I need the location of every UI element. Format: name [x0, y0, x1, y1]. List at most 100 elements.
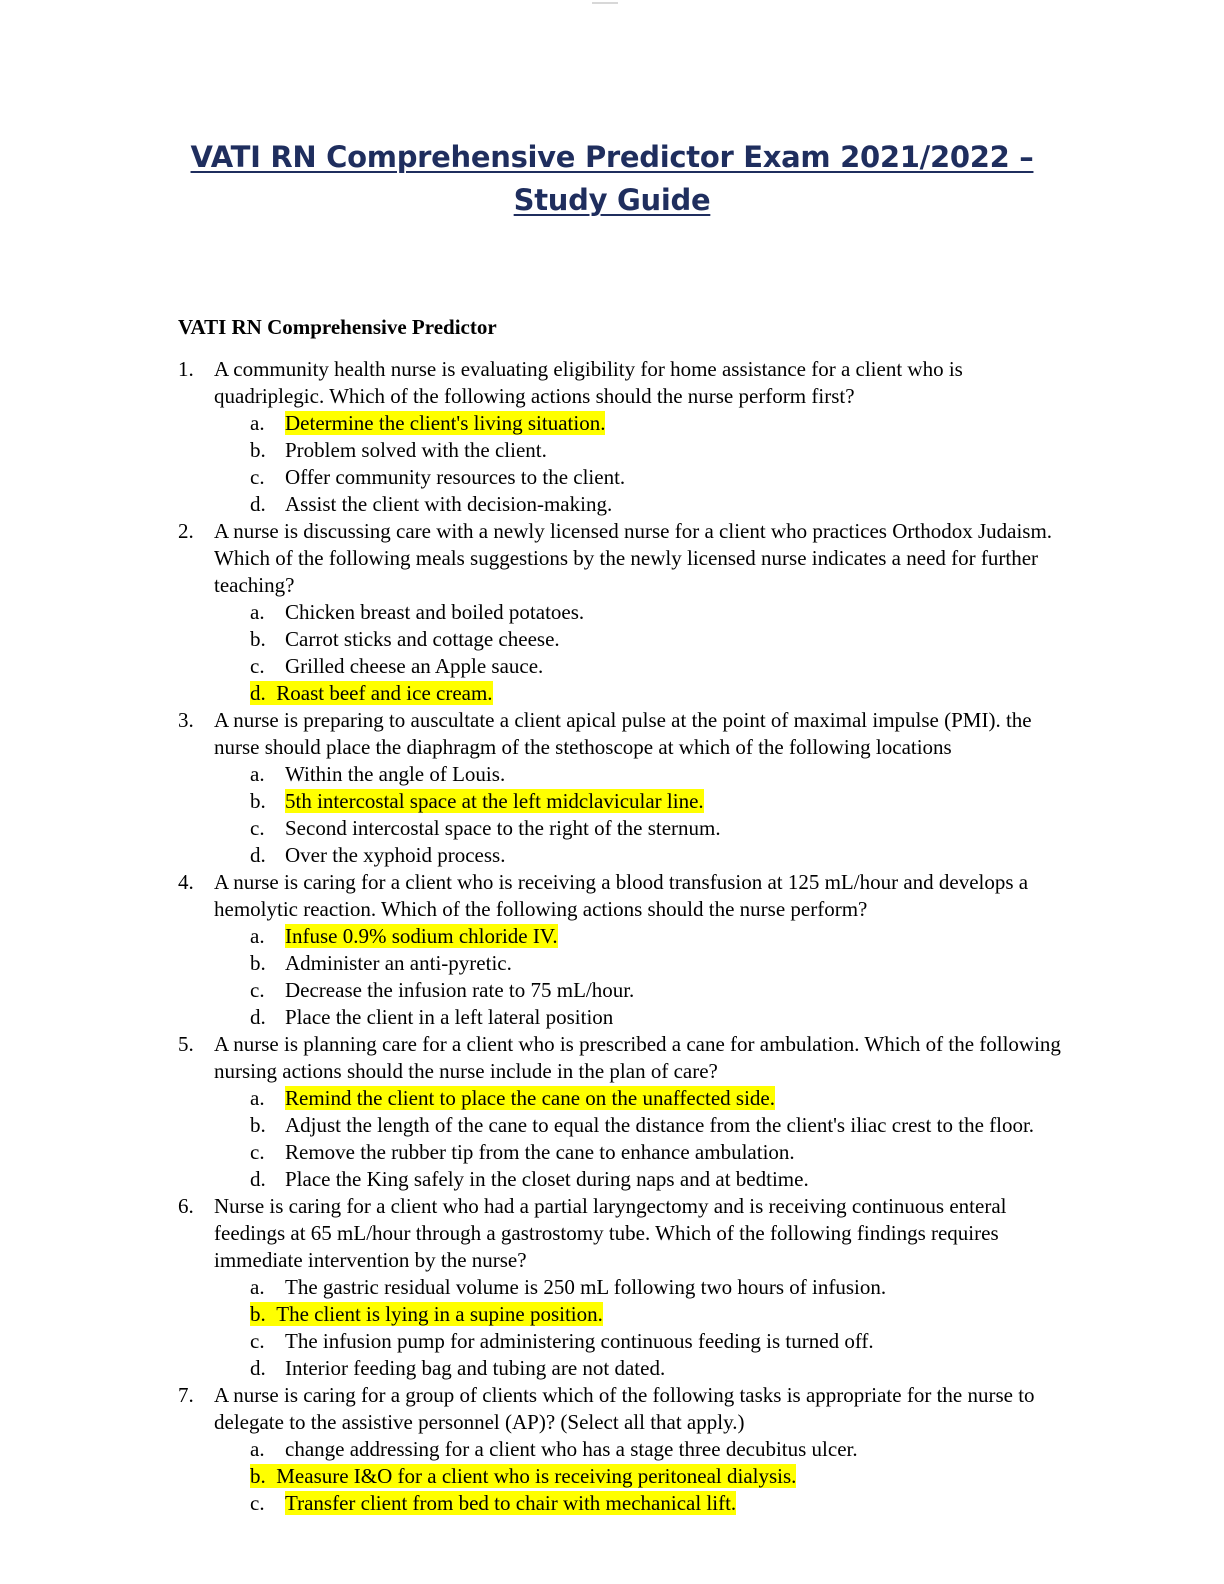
option-text: Measure I&O for a client who is receivin… [276, 1464, 797, 1488]
answer-options: a.Within the angle of Louis.b. 5th interc… [214, 761, 1078, 869]
answer-options: a. change addressing for a client who has… [214, 1436, 1078, 1517]
question-number: 1. [178, 357, 194, 381]
option-text: Chicken breast and boiled potatoes. [285, 600, 585, 624]
answer-options: a. Remind the client to place the cane on… [214, 1085, 1078, 1193]
option-letter: d. [250, 1005, 266, 1029]
answer-option: b. The client is lying in a supine posit… [214, 1301, 1078, 1328]
header-mark [592, 2, 618, 4]
option-text: Problem solved with the client. [285, 438, 547, 462]
highlighted-answer: b. Measure I&O for a client who is recei… [250, 1464, 797, 1488]
answer-option: c. Grilled cheese an Apple sauce. [214, 653, 1078, 680]
question-item: 3. A nurse is preparing to auscultate a c… [178, 707, 1078, 869]
page-title: VATI RN Comprehensive Predictor Exam 202… [160, 136, 1064, 222]
title-line-1: VATI RN Comprehensive Predictor Exam 202… [190, 140, 1034, 174]
option-letter: b. [250, 1113, 266, 1137]
answer-option: d.Interior feeding bag and tubing are no… [214, 1355, 1078, 1382]
highlighted-answer: Remind the client to place the cane on t… [285, 1086, 776, 1110]
question-text: A community health nurse is evaluating e… [214, 357, 963, 408]
option-text: Carrot sticks and cottage cheese. [285, 627, 560, 651]
option-letter: d. [250, 1167, 266, 1191]
option-letter: b. [250, 789, 266, 813]
answer-option: c. The infusion pump for administering co… [214, 1328, 1078, 1355]
answer-option: b. Adjust the length of the cane to equal… [214, 1112, 1078, 1139]
answer-option: a. Chicken breast and boiled potatoes. [214, 599, 1078, 626]
answer-option: d. Place the client in a left lateral pos… [214, 1004, 1078, 1031]
question-text: A nurse is discussing care with a newly … [214, 519, 1053, 597]
option-letter: a. [250, 1086, 265, 1110]
question-text: A nurse is caring for a group of clients… [214, 1383, 1035, 1434]
option-letter: b. [250, 438, 266, 462]
highlighted-answer: 5th intercostal space at the left midcla… [285, 789, 704, 813]
option-letter: a. [250, 600, 265, 624]
option-letter: b. [250, 1464, 266, 1488]
answer-option: b. Problem solved with the client. [214, 437, 1078, 464]
option-letter: b. [250, 951, 266, 975]
answer-option: a. Remind the client to place the cane on… [214, 1085, 1078, 1112]
answer-option: d.Assist the client with decision-making… [214, 491, 1078, 518]
option-text: Place the client in a left lateral posit… [285, 1005, 614, 1029]
option-text: Place the King safely in the closet duri… [285, 1167, 809, 1191]
answer-option: c. Second intercostal space to the right … [214, 815, 1078, 842]
option-text: Second intercostal space to the right of… [285, 816, 721, 840]
option-letter: c. [250, 465, 265, 489]
highlighted-answer: d. Roast beef and ice cream. [250, 681, 493, 705]
answer-option: d.Over the xyphoid process. [214, 842, 1078, 869]
option-text: The client is lying in a supine position… [276, 1302, 603, 1326]
question-item: 7. A nurse is caring for a group of clien… [178, 1382, 1078, 1517]
option-text: Roast beef and ice cream. [276, 681, 493, 705]
option-letter: c. [250, 1329, 265, 1353]
question-number: 3. [178, 708, 194, 732]
answer-option: d. Roast beef and ice cream. [214, 680, 1078, 707]
option-letter: b. [250, 1302, 266, 1326]
option-letter: d. [250, 681, 266, 705]
answer-option: b. 5th intercostal space at the left midc… [214, 788, 1078, 815]
option-letter: b. [250, 627, 266, 651]
answer-option: a. change addressing for a client who has… [214, 1436, 1078, 1463]
option-text: The gastric residual volume is 250 mL fo… [285, 1275, 887, 1299]
question-item: 1. A community health nurse is evaluating… [178, 356, 1078, 518]
option-text: change addressing for a client who has a… [285, 1437, 858, 1461]
answer-option: d. Place the King safely in the closet du… [214, 1166, 1078, 1193]
option-text: Decrease the infusion rate to 75 mL/hour… [285, 978, 635, 1002]
option-text: Over the xyphoid process. [285, 843, 506, 867]
question-item: 4. A nurse is caring for a client who is … [178, 869, 1078, 1031]
highlighted-answer: b. The client is lying in a supine posit… [250, 1302, 603, 1326]
option-text: Grilled cheese an Apple sauce. [285, 654, 544, 678]
question-number: 7. [178, 1383, 194, 1407]
answer-option: a.Infuse 0.9% sodium chloride IV. [214, 923, 1078, 950]
option-letter: d. [250, 1356, 266, 1380]
option-letter: c. [250, 816, 265, 840]
answer-option: a.The gastric residual volume is 250 mL … [214, 1274, 1078, 1301]
option-text: Within the angle of Louis. [285, 762, 506, 786]
answer-options: a.Determine the client's living situatio… [214, 410, 1078, 518]
question-text: A nurse is caring for a client who is re… [214, 870, 1029, 921]
option-letter: c. [250, 1140, 265, 1164]
answer-option: a.Determine the client's living situatio… [214, 410, 1078, 437]
option-letter: a. [250, 924, 265, 948]
question-text: A nurse is preparing to auscultate a cli… [214, 708, 1032, 759]
question-number: 5. [178, 1032, 194, 1056]
option-letter: a. [250, 1437, 265, 1461]
answer-option: b.Administer an anti-pyretic. [214, 950, 1078, 977]
option-text: Adjust the length of the cane to equal t… [285, 1113, 1035, 1137]
option-text: Remove the rubber tip from the cane to e… [285, 1140, 795, 1164]
option-text: Offer community resources to the client. [285, 465, 626, 489]
answer-option: b. Measure I&O for a client who is recei… [214, 1463, 1078, 1490]
highlighted-answer: Transfer client from bed to chair with m… [285, 1491, 737, 1515]
question-number: 4. [178, 870, 194, 894]
option-letter: c. [250, 654, 265, 678]
option-text: The infusion pump for administering cont… [285, 1329, 874, 1353]
option-letter: c. [250, 1491, 265, 1515]
question-text: Nurse is caring for a client who had a p… [214, 1194, 1007, 1272]
section-heading: VATI RN Comprehensive Predictor [178, 315, 497, 339]
answer-option: b. Carrot sticks and cottage cheese. [214, 626, 1078, 653]
option-text: Assist the client with decision-making. [285, 492, 613, 516]
answer-option: c. Remove the rubber tip from the cane to… [214, 1139, 1078, 1166]
question-text: A nurse is planning care for a client wh… [214, 1032, 1061, 1083]
question-item: 5. A nurse is planning care for a client … [178, 1031, 1078, 1193]
answer-option: a.Within the angle of Louis. [214, 761, 1078, 788]
answer-options: a. Chicken breast and boiled potatoes. b. C… [214, 599, 1078, 707]
answer-options: a.The gastric residual volume is 250 mL … [214, 1274, 1078, 1382]
question-item: 6.Nurse is caring for a client who had a… [178, 1193, 1078, 1382]
title-line-2: Study Guide [513, 183, 711, 217]
